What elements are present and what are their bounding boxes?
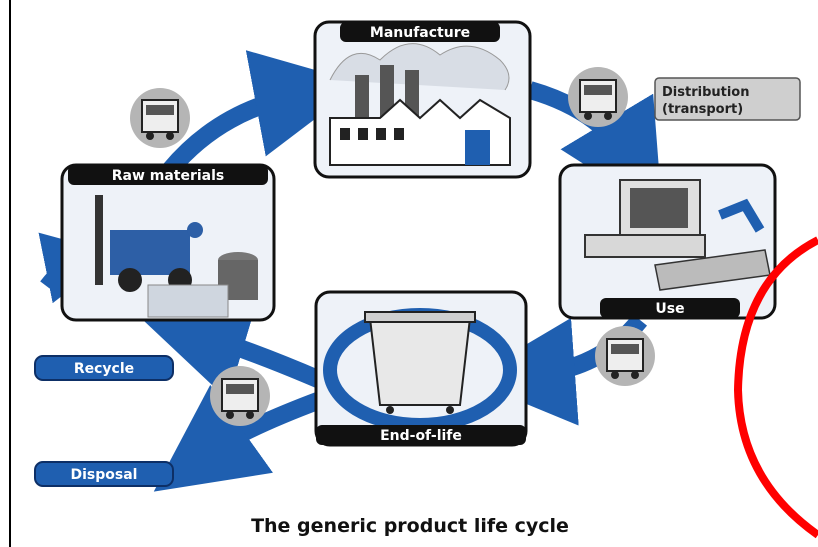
raw-materials-panel: Raw materials <box>60 163 276 322</box>
disposal-pill: Disposal <box>34 461 174 487</box>
end-of-life-panel: End-of-life <box>314 290 528 447</box>
arrow-endoflife-to-recycle <box>139 296 324 400</box>
stage-label-manufacture: Manufacture <box>370 25 470 41</box>
use-panel: Use <box>558 163 777 320</box>
stage-label-use: Use <box>655 301 684 317</box>
arrow-raw-to-manufacture <box>163 50 362 176</box>
truck-icon <box>568 67 628 127</box>
truck-icon <box>210 366 270 426</box>
stage-label-end-of-life: End-of-life <box>380 428 462 444</box>
disposal-label: Disposal <box>71 467 138 483</box>
computer-illustration <box>584 179 771 291</box>
distribution-label-line2: (transport) <box>662 102 743 117</box>
recycle-pill: Recycle <box>34 355 174 381</box>
factory-illustration <box>329 43 511 166</box>
distribution-label: Distribution (transport) <box>654 77 801 121</box>
truck-icon <box>595 326 655 386</box>
diagram-title: The generic product life cycle <box>251 515 569 537</box>
truck-icon <box>130 88 190 148</box>
manufacture-panel: Manufacture <box>313 20 532 179</box>
forklift-illustration <box>95 195 258 318</box>
arrow-endoflife-to-disposal <box>153 384 324 492</box>
recycle-label: Recycle <box>74 361 134 377</box>
red-annotation-ellipse <box>733 236 818 539</box>
distribution-label-line1: Distribution <box>662 85 749 100</box>
stage-label-raw-materials: Raw materials <box>112 168 225 184</box>
